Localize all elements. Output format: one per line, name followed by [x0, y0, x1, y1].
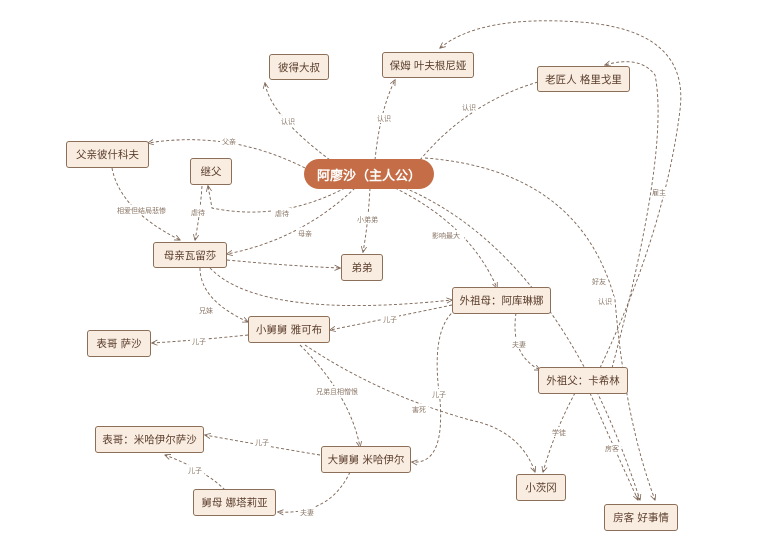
edge-label: 学徒 — [552, 428, 566, 437]
edge-label: 认识 — [281, 117, 295, 126]
edge-label: 儿子 — [255, 439, 269, 447]
edge-label: 儿子 — [383, 316, 397, 324]
edge-grandmother-grandfather — [514, 312, 540, 370]
edge-label: 好友 — [592, 277, 606, 286]
edge-label: 害死 — [412, 405, 426, 414]
edge-label: 兄弟且相憎恨 — [316, 387, 358, 396]
edge-label: 父亲 — [222, 137, 236, 146]
node-aunt-natalia[interactable]: 舅母 娜塔莉亚 — [193, 489, 276, 516]
edge-label: 相爱但结局悲惨 — [117, 206, 166, 215]
edge-label: 认识 — [462, 103, 476, 112]
edge-label: 儿子 — [188, 467, 202, 475]
edge-label: 儿子 — [432, 391, 446, 399]
edge-label: 母亲 — [298, 229, 312, 238]
edge-center-father — [148, 140, 306, 169]
center-node[interactable]: 阿廖沙（主人公） — [304, 159, 434, 189]
edge-uncle-mikhail-aunt — [278, 471, 351, 512]
node-lodger[interactable]: 房客 好事情 — [604, 504, 678, 531]
node-xiaozhuang[interactable]: 小茨冈 — [516, 474, 566, 501]
node-uncle-mikhail[interactable]: 大舅舅 米哈伊尔 — [321, 446, 411, 473]
edge-uncle-yakov-xiaozhuang — [304, 344, 535, 472]
node-stepfather[interactable]: 继父 — [190, 158, 232, 185]
edge-father-mother — [111, 167, 180, 240]
node-nanny[interactable]: 保姆 叶夫根尼娅 — [382, 52, 474, 78]
edge-center-mother — [227, 187, 356, 254]
edge-label: 儿子 — [192, 338, 206, 346]
edge-label: 夫妻 — [300, 508, 314, 517]
edge-grandmother-uncle-yakov — [330, 304, 453, 330]
edge-mother-brother — [226, 259, 340, 268]
node-brother[interactable]: 弟弟 — [341, 254, 383, 281]
edge-label: 小弟弟 — [357, 215, 378, 224]
edge-center-old-craftsman — [419, 80, 545, 161]
edge-center-brother — [363, 187, 371, 252]
edge-label: 房客 — [605, 444, 619, 453]
edge-mother-grandmother — [209, 267, 452, 306]
node-mother[interactable]: 母亲瓦留莎 — [153, 242, 227, 268]
edge-label: 夫妻 — [512, 340, 526, 349]
edge-grandmother-uncle-mikhail — [412, 309, 456, 462]
edge-label: 兄妹 — [199, 306, 213, 315]
edge-grandfather-lodger — [589, 392, 638, 500]
edge-mother-uncle-yakov — [199, 267, 248, 322]
edge-center-lodger — [424, 157, 655, 500]
edge-label: 认识 — [598, 297, 612, 306]
edge-label: 认识 — [377, 114, 391, 123]
edge-label: 雇主 — [652, 188, 666, 197]
node-old-craftsman[interactable]: 老匠人 格里戈里 — [537, 66, 630, 92]
edge-label: 影响最大 — [432, 231, 460, 240]
edge-grandfather-old-craftsman — [605, 62, 659, 369]
node-grandmother[interactable]: 外祖母：阿库琳娜 — [452, 287, 551, 314]
edge-center-uncle-peter — [265, 83, 331, 161]
node-father[interactable]: 父亲彼什科夫 — [66, 141, 149, 168]
node-uncle-peter[interactable]: 彼得大叔 — [269, 54, 329, 80]
node-uncle-yakov[interactable]: 小舅舅 雅可布 — [248, 316, 330, 343]
node-cousin-mikhail-sasha[interactable]: 表哥：米哈伊尔萨沙 — [95, 426, 204, 453]
edge-label: 虐待 — [191, 208, 205, 217]
edge-label: 虐待 — [275, 209, 289, 218]
node-cousin-sasha[interactable]: 表哥 萨沙 — [87, 330, 151, 357]
edge-grandfather-nanny — [440, 20, 682, 369]
node-grandfather[interactable]: 外祖父：卡希林 — [538, 367, 628, 394]
edge-center-grandmother — [394, 187, 497, 288]
